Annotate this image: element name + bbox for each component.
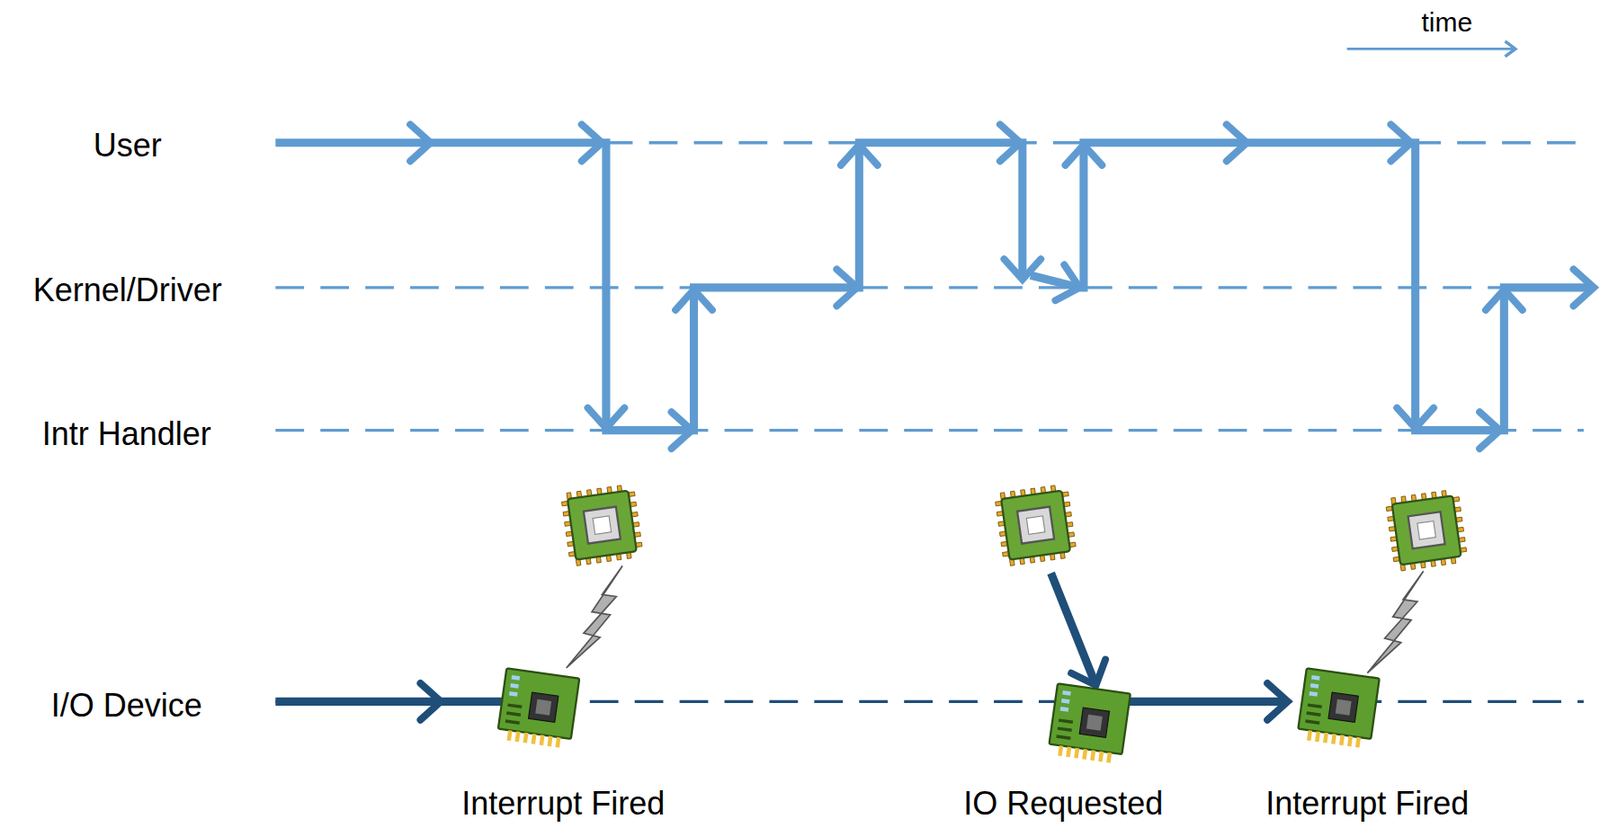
event-label: IO Requested bbox=[963, 786, 1163, 823]
event-label: Interrupt Fired bbox=[1265, 786, 1469, 823]
axis-label: time bbox=[1421, 7, 1473, 37]
lane-label: User bbox=[93, 127, 162, 164]
lane-label: Intr Handler bbox=[42, 416, 212, 453]
lane-label: I/O Device bbox=[51, 688, 203, 725]
event-label: Interrupt Fired bbox=[461, 786, 665, 823]
lane-label: Kernel/Driver bbox=[33, 272, 223, 309]
